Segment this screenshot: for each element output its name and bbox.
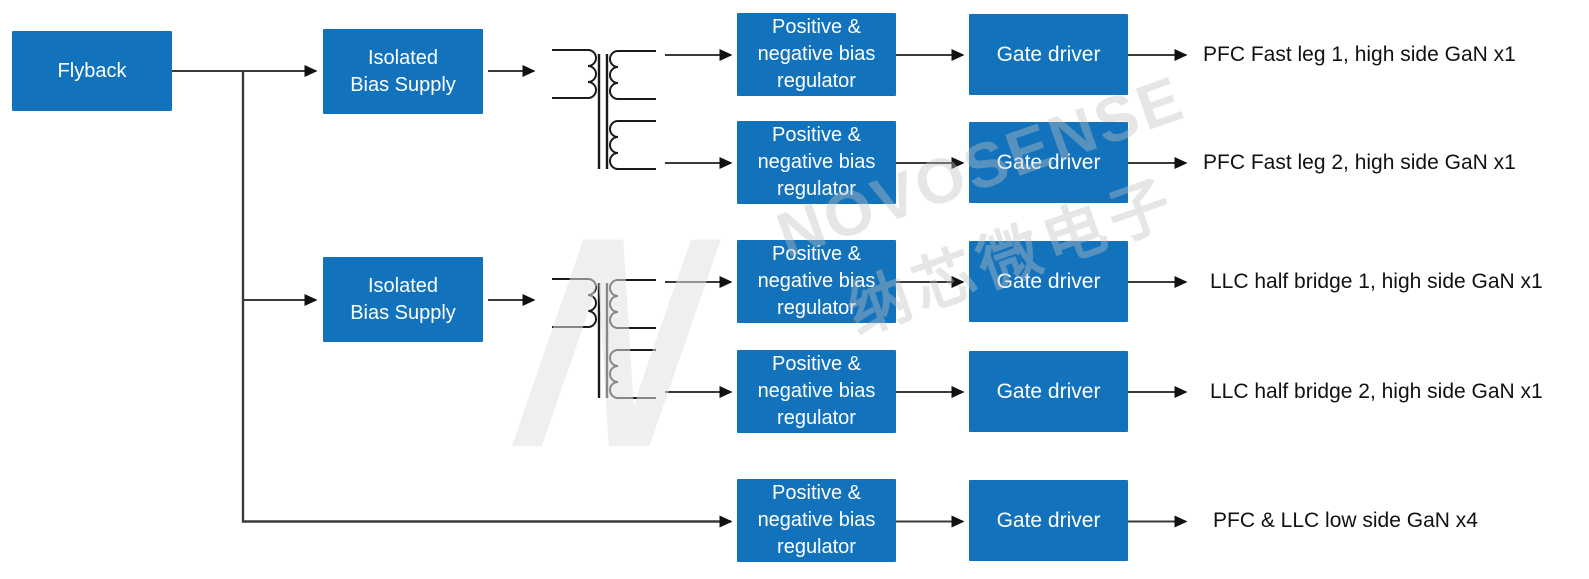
output-label-llc-half-bridge-2: LLC half bridge 2, high side GaN x1 [1210, 380, 1543, 403]
regulator-1-line3: regulator [777, 70, 856, 92]
block-gate-driver-2: Gate driver [969, 122, 1128, 203]
bias-supply-2-line1: Isolated [367, 274, 439, 297]
regulator-4-line3: regulator [777, 407, 856, 429]
bias-supply-1-line1: Isolated [367, 46, 439, 69]
regulator-5-line3: regulator [777, 536, 856, 558]
arrow-trunk-to-lowside-regulator [241, 71, 733, 528]
block-gate-driver-5: Gate driver [969, 480, 1128, 561]
block-flyback-label: Flyback [57, 59, 127, 82]
gate-driver-3-label: Gate driver [996, 270, 1101, 293]
transformer-2-icon [550, 277, 658, 400]
gate-driver-4-label: Gate driver [996, 380, 1101, 403]
output-label-pfc-fast-leg-1: PFC Fast leg 1, high side GaN x1 [1203, 43, 1516, 66]
block-bias-regulator-1: Positive & negative bias regulator [737, 13, 896, 96]
regulator-5-line2: negative bias [757, 509, 876, 531]
output-label-low-side: PFC & LLC low side GaN x4 [1213, 509, 1478, 532]
block-isolated-bias-supply-2: Isolated Bias Supply [323, 257, 483, 342]
regulator-3-line2: negative bias [757, 270, 876, 292]
bias-supply-1-line2: Bias Supply [350, 73, 456, 96]
regulator-1-line2: negative bias [757, 43, 876, 65]
regulator-4-line2: negative bias [757, 380, 876, 402]
gate-driver-5-label: Gate driver [996, 509, 1101, 532]
regulator-3-line3: regulator [777, 297, 856, 319]
regulator-2-line3: regulator [777, 178, 856, 200]
block-flyback: Flyback [12, 31, 172, 111]
bias-supply-2-line2: Bias Supply [350, 301, 456, 324]
regulator-2-line2: negative bias [757, 151, 876, 173]
block-bias-regulator-4: Positive & negative bias regulator [737, 350, 896, 433]
regulator-1-line1: Positive & [772, 16, 861, 38]
gate-driver-2-label: Gate driver [996, 151, 1101, 174]
block-gate-driver-1: Gate driver [969, 14, 1128, 95]
block-bias-regulator-3: Positive & negative bias regulator [737, 240, 896, 323]
block-isolated-bias-supply-1: Isolated Bias Supply [323, 29, 483, 114]
regulator-4-line1: Positive & [772, 353, 861, 375]
gate-driver-1-label: Gate driver [996, 43, 1101, 66]
block-bias-regulator-2: Positive & negative bias regulator [737, 121, 896, 204]
output-label-pfc-fast-leg-2: PFC Fast leg 2, high side GaN x1 [1203, 151, 1516, 174]
regulator-3-line1: Positive & [772, 243, 861, 265]
block-gate-driver-4: Gate driver [969, 351, 1128, 432]
block-bias-regulator-5: Positive & negative bias regulator [737, 479, 896, 562]
block-gate-driver-3: Gate driver [969, 241, 1128, 322]
transformer-1-icon [552, 49, 656, 170]
regulator-2-line1: Positive & [772, 124, 861, 146]
regulator-5-line1: Positive & [772, 482, 861, 504]
output-label-llc-half-bridge-1: LLC half bridge 1, high side GaN x1 [1210, 270, 1543, 293]
